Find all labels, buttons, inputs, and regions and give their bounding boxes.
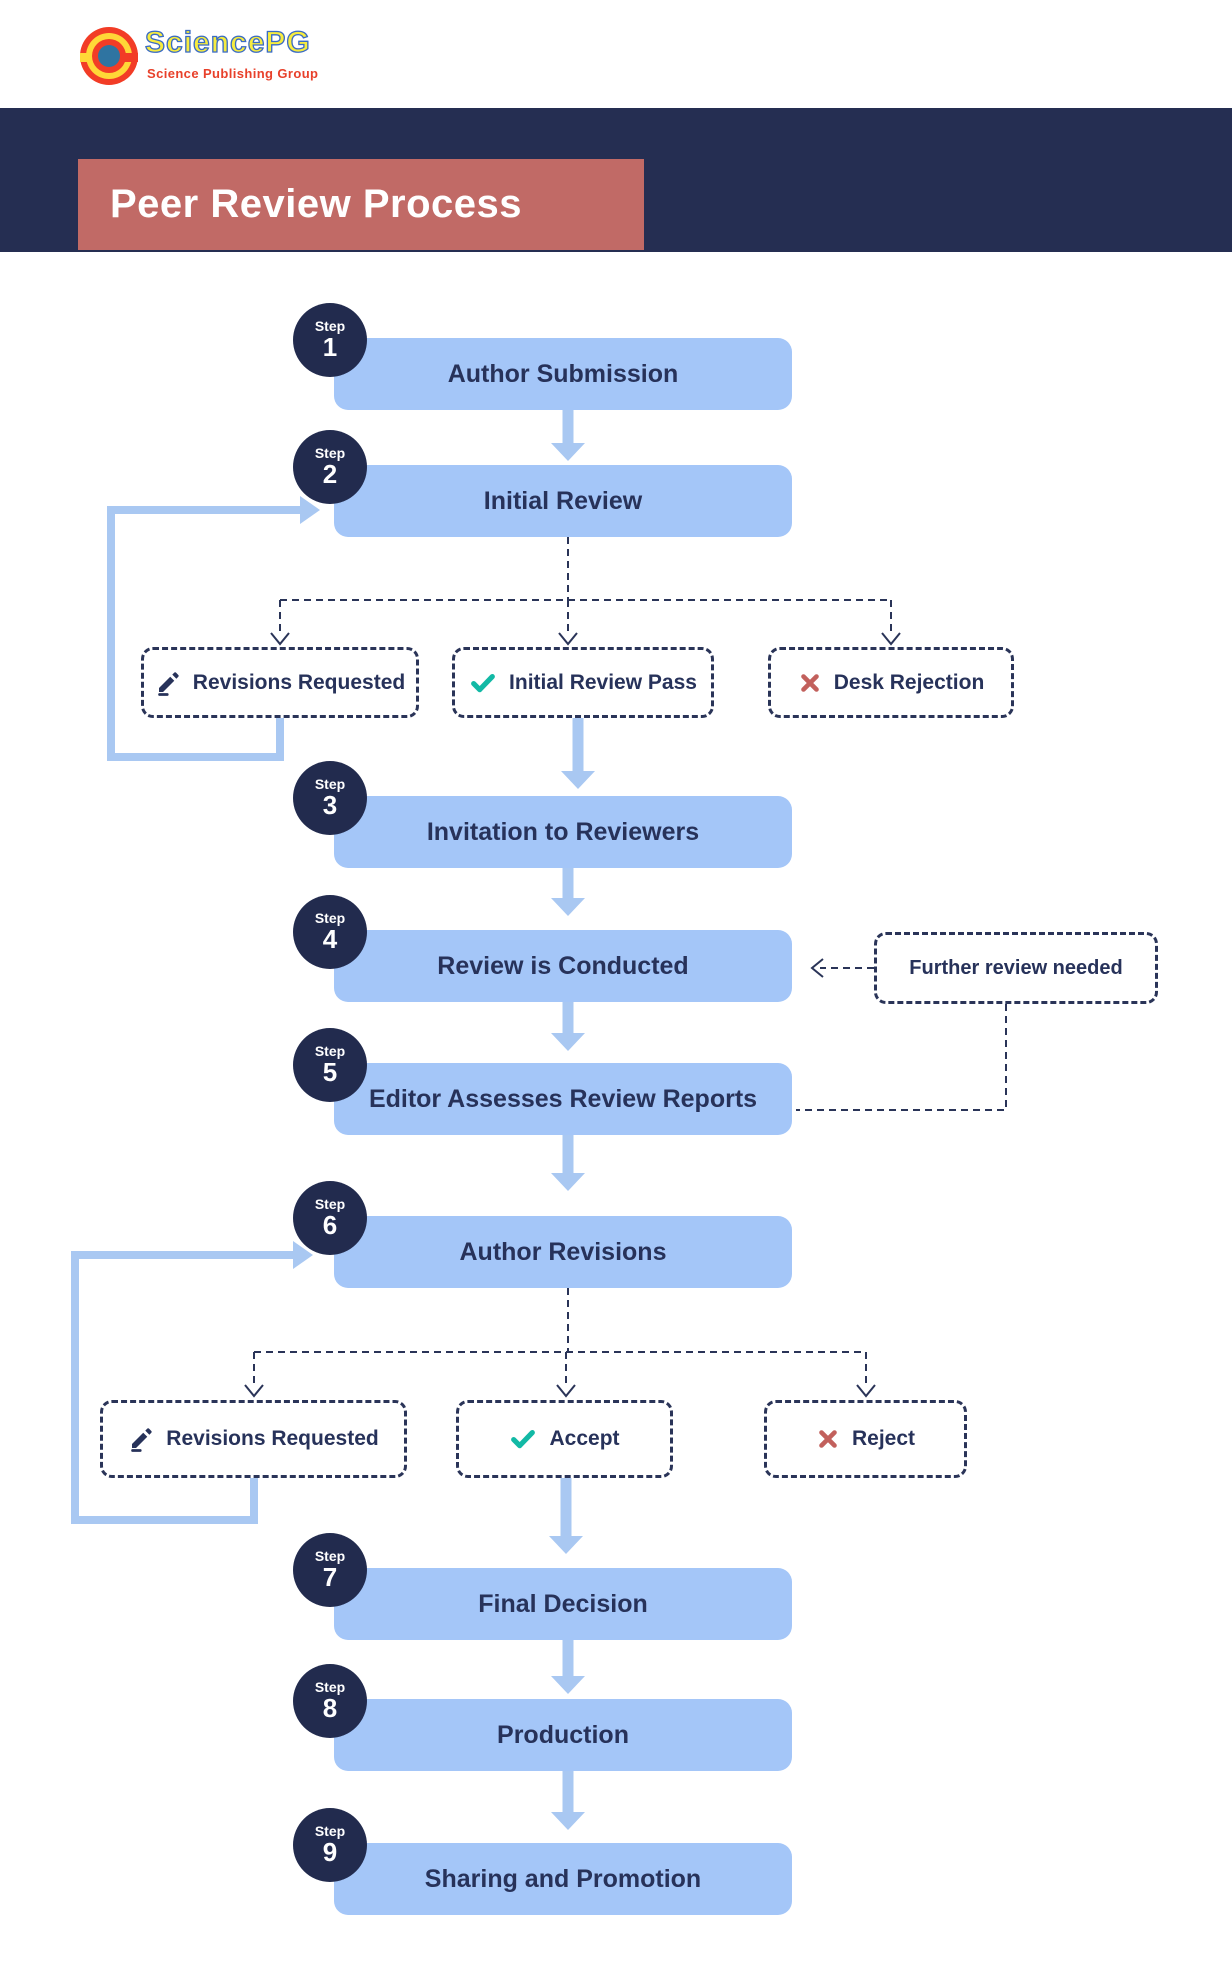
step-4-group: Review is Conducted Step 4 xyxy=(293,895,792,1002)
x-icon xyxy=(816,1427,840,1451)
chevron-down-icon xyxy=(244,1384,264,1398)
chevron-left-icon xyxy=(810,958,824,978)
loop-revisions-to-author-revisions xyxy=(71,1251,293,1524)
check-icon xyxy=(509,1425,537,1453)
flow-box-label: Initial Review xyxy=(483,486,643,515)
loop1-arrowhead xyxy=(300,496,320,524)
step-1-badge: Step 1 xyxy=(293,303,367,377)
loop-revisions-to-initial-review xyxy=(107,506,300,761)
step-6-group: Author Revisions Step 6 xyxy=(293,1181,792,1288)
flow-box-label: Editor Assesses Review Reports xyxy=(368,1084,758,1113)
arrowhead-step1-step2 xyxy=(551,443,585,461)
outcome-box-reject: Reject xyxy=(764,1400,967,1478)
flow-box-label: Sharing and Promotion xyxy=(424,1864,702,1893)
flow-box-production: Production xyxy=(334,1699,792,1771)
flow-box-label: Author Revisions xyxy=(459,1237,667,1266)
flow-box-label: Invitation to Reviewers xyxy=(426,817,700,846)
step-5-group: Editor Assesses Review Reports Step 5 xyxy=(293,1028,792,1135)
x-icon xyxy=(798,671,822,695)
step-8-group: Production Step 8 xyxy=(293,1664,792,1771)
step-9-group: Sharing and Promotion Step 9 xyxy=(293,1808,792,1915)
pencil-icon xyxy=(128,1426,154,1452)
step-8-badge: Step 8 xyxy=(293,1664,367,1738)
outcome-box-revisions-requested-1: Revisions Requested xyxy=(141,647,419,718)
outcome-box-accept: Accept xyxy=(456,1400,673,1478)
arrowhead-step5-step6 xyxy=(551,1173,585,1191)
flow-box-author-submission: Author Submission xyxy=(334,338,792,410)
arrowhead-step7-step8 xyxy=(551,1676,585,1694)
brand-tagline: Science Publishing Group xyxy=(147,66,319,81)
outcome-box-revisions-requested-2: Revisions Requested xyxy=(100,1400,407,1478)
sciencepg-logo-icon xyxy=(80,27,138,85)
flow-box-sharing-and-promotion: Sharing and Promotion xyxy=(334,1843,792,1915)
arrowhead-step4-step5 xyxy=(551,1033,585,1051)
brand-name: SciencePG xyxy=(144,25,311,59)
arrowhead-pass-step3 xyxy=(561,771,595,789)
flow-box-author-revisions: Author Revisions xyxy=(334,1216,792,1288)
flow-box-label: Production xyxy=(497,1720,629,1749)
chevron-down-icon xyxy=(270,632,290,646)
pencil-icon xyxy=(155,670,181,696)
step-4-badge: Step 4 xyxy=(293,895,367,969)
title-banner: Peer Review Process xyxy=(78,159,644,250)
step-2-group: Initial Review Step 2 xyxy=(293,430,792,537)
flow-box-review-is-conducted: Review is Conducted xyxy=(334,930,792,1002)
flow-box-label: Final Decision xyxy=(478,1589,648,1618)
step-9-badge: Step 9 xyxy=(293,1808,367,1882)
flow-box-initial-review: Initial Review xyxy=(334,465,792,537)
step-7-group: Final Decision Step 7 xyxy=(293,1533,792,1640)
flow-box-label: Author Submission xyxy=(447,359,679,388)
flow-box-invitation-to-reviewers: Invitation to Reviewers xyxy=(334,796,792,868)
chevron-down-icon xyxy=(881,632,901,646)
chevron-down-icon xyxy=(856,1384,876,1398)
chevron-down-icon xyxy=(556,1384,576,1398)
page-title: Peer Review Process xyxy=(110,182,522,226)
note-box-further-review-needed: Further review needed xyxy=(874,932,1158,1004)
outcome-box-desk-rejection: Desk Rejection xyxy=(768,647,1014,718)
dashed-step5-to-further-review xyxy=(796,1004,1007,1111)
flow-box-final-decision: Final Decision xyxy=(334,1568,792,1640)
outcome-box-initial-review-pass: Initial Review Pass xyxy=(452,647,714,718)
step-1-group: Author Submission Step 1 xyxy=(293,303,792,410)
step-3-group: Invitation to Reviewers Step 3 xyxy=(293,761,792,868)
arrowhead-step8-step9 xyxy=(551,1812,585,1830)
step-3-badge: Step 3 xyxy=(293,761,367,835)
step-6-badge: Step 6 xyxy=(293,1181,367,1255)
step-5-badge: Step 5 xyxy=(293,1028,367,1102)
flow-box-editor-assesses-review-reports: Editor Assesses Review Reports xyxy=(334,1063,792,1135)
loop2-arrowhead xyxy=(293,1241,313,1269)
step-7-badge: Step 7 xyxy=(293,1533,367,1607)
arrowhead-step3-step4 xyxy=(551,898,585,916)
brand-header: SciencePG Science Publishing Group xyxy=(0,0,1232,108)
chevron-down-icon xyxy=(558,632,578,646)
step-2-badge: Step 2 xyxy=(293,430,367,504)
flow-box-label: Review is Conducted xyxy=(437,951,689,980)
arrowhead-accept-step7 xyxy=(549,1536,583,1554)
check-icon xyxy=(469,669,497,697)
